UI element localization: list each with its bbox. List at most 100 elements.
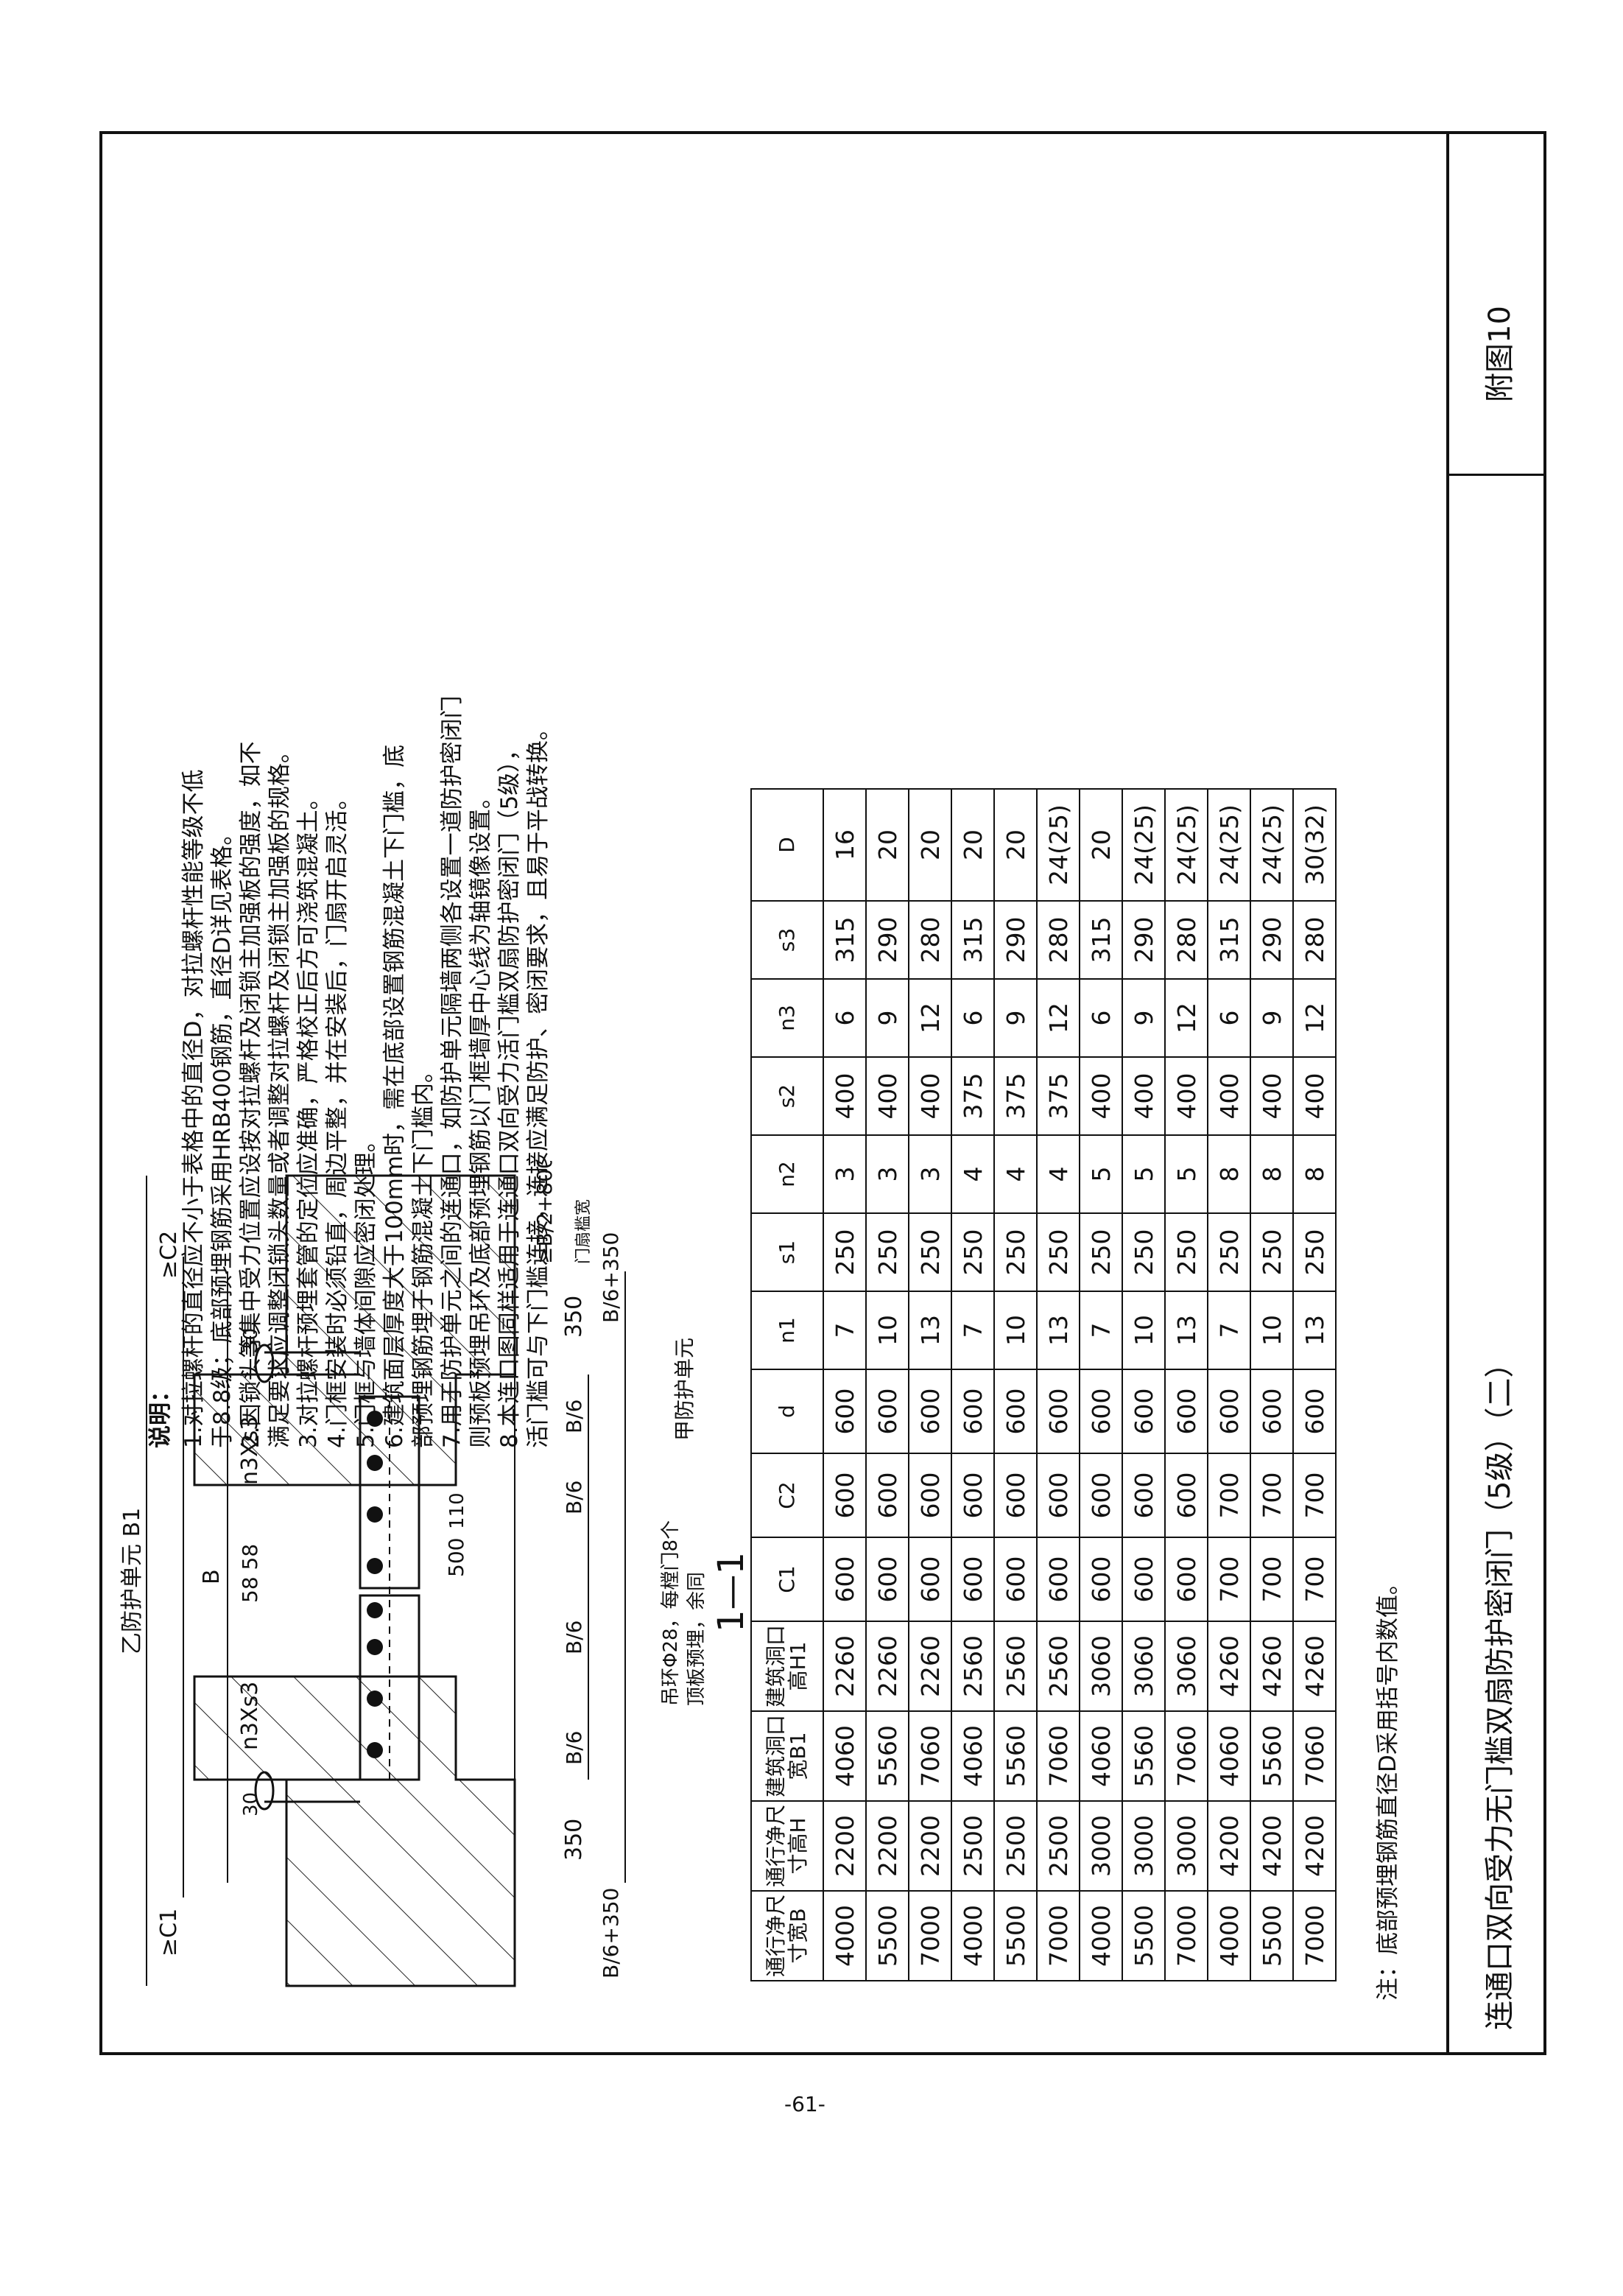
section-label: 1—1 (711, 1552, 752, 1632)
table-cell: 6 (823, 979, 866, 1057)
label-30-right: 30 (240, 1328, 262, 1352)
table-cell: 3060 (1165, 1621, 1208, 1711)
table-cell: 3000 (1165, 1801, 1208, 1891)
table-cell: 700 (1293, 1537, 1336, 1621)
label-c2: ≥C2 (156, 1231, 182, 1279)
frame-bolts (254, 1344, 360, 1811)
table-cell: 6 (1080, 979, 1122, 1057)
table-cell: 6 (1208, 979, 1250, 1057)
table-cell: 7 (1080, 1291, 1122, 1369)
table-cell: 600 (823, 1369, 866, 1453)
table-cell: 20 (1080, 789, 1122, 901)
table-cell: 600 (1122, 1453, 1165, 1537)
table-cell: 290 (866, 901, 909, 979)
table-cell: 13 (1165, 1291, 1208, 1369)
table-cell: 600 (909, 1537, 951, 1621)
col-header: D (751, 789, 823, 901)
table-cell: 6 (951, 979, 994, 1057)
table-cell: 24(25) (1165, 789, 1208, 901)
table-cell: 280 (1293, 901, 1336, 979)
table-cell: 12 (1293, 979, 1336, 1057)
note-line: 3.对拉螺杆预埋套管的定位应准确，严格校正后方可浇筑混凝土。 (295, 787, 322, 1448)
table-cell: 600 (1165, 1369, 1208, 1453)
table-cell: 4000 (823, 1891, 866, 1981)
table-cell: 250 (823, 1213, 866, 1291)
wall-left (193, 1675, 516, 1987)
table-cell: 10 (1250, 1291, 1293, 1369)
table-cell: 2260 (823, 1621, 866, 1711)
table-cell: 3 (823, 1135, 866, 1213)
table-cell: 7 (951, 1291, 994, 1369)
notes-lines: 1.对拉螺杆的直径应不小于表格中的直径D，对拉螺杆性能等级不低 于8.8级；底部… (180, 196, 553, 1448)
note-line: 8.本连口图同样适用于连通口双向受力活门槛双扇防护密闭门（5级）， (496, 738, 523, 1448)
table-cell: 400 (1080, 1057, 1122, 1135)
label-350-right: 350 (561, 1296, 587, 1338)
table-cell: 8 (1293, 1135, 1336, 1213)
table-cell: 10 (866, 1291, 909, 1369)
note-line: 1.对拉螺杆的直径应不小于表格中的直径D，对拉螺杆性能等级不低 (180, 769, 207, 1448)
hook-note-2: 顶板预埋，余同 (686, 1572, 708, 1706)
table-cell: 2260 (909, 1621, 951, 1711)
table-cell: 600 (823, 1537, 866, 1621)
note-line: 于8.8级；底部预埋钢筋采用HRB400钢筋，直径D详见表格。 (209, 822, 236, 1448)
table-cell: 12 (1165, 979, 1208, 1057)
table-cell: 13 (909, 1291, 951, 1369)
table-cell: 10 (1122, 1291, 1165, 1369)
label-30-left: 30 (240, 1792, 262, 1816)
table-cell: 5500 (866, 1891, 909, 1981)
col-header: 建筑洞口宽B1 (751, 1711, 823, 1801)
col-header: n3 (751, 979, 823, 1057)
table-cell: 7 (823, 1291, 866, 1369)
label-b6-b: B/6 (562, 1621, 586, 1654)
table-cell: 9 (994, 979, 1037, 1057)
table-footnote: 注：底部预埋钢筋直径D采用括号内数值。 (1375, 1572, 1401, 2001)
label-b: B (199, 1569, 225, 1584)
hook-note-1: 吊环Φ28，每樘门8个 (660, 1520, 682, 1706)
table-cell: 600 (1080, 1537, 1122, 1621)
table-cell: 2500 (951, 1801, 994, 1891)
table-cell: 9 (1122, 979, 1165, 1057)
table-cell: 4000 (1208, 1891, 1250, 1981)
table-cell: 4060 (1208, 1711, 1250, 1801)
table-cell: 600 (1037, 1453, 1080, 1537)
note-line: 部预埋钢筋埋于钢筋混凝土下门槛内。 (410, 1060, 437, 1448)
table-cell: 5500 (994, 1891, 1037, 1981)
table-cell: 4200 (1293, 1801, 1336, 1891)
table-cell: 250 (909, 1213, 951, 1291)
table-cell: 290 (1250, 901, 1293, 979)
table-cell: 5500 (1122, 1891, 1165, 1981)
table-cell: 315 (823, 901, 866, 979)
table-cell: 250 (951, 1213, 994, 1291)
table-cell: 8 (1208, 1135, 1250, 1213)
table-cell: 2200 (866, 1801, 909, 1891)
note-line: 6.建筑面层厚度大于100mm时，需在底部设置钢筋混凝土下门槛，底 (381, 744, 408, 1448)
table-cell: 700 (1250, 1537, 1293, 1621)
note-line: 5.门框与墙体间隙应密闭处理。 (353, 1129, 379, 1448)
note-line: 活门槛可与下门槛连接，连接应满足防护、密闭要求，且易于平战转换。 (525, 717, 552, 1448)
dimension-table: 通行净尺寸宽B 通行净尺寸高H 建筑洞口宽B1 建筑洞口高H1 C1 C2 d … (750, 788, 1337, 1981)
col-header: n1 (751, 1291, 823, 1369)
label-n3s3-right: n3Xs3 (237, 1416, 263, 1485)
table-cell: 400 (1208, 1057, 1250, 1135)
table-cell: 700 (1250, 1453, 1293, 1537)
table-cell: 600 (909, 1369, 951, 1453)
col-header: s2 (751, 1057, 823, 1135)
col-header: 通行净尺寸高H (751, 1801, 823, 1891)
table-cell: 2560 (1037, 1621, 1080, 1711)
table-cell: 24(25) (1037, 789, 1080, 901)
table-cell: 7060 (1165, 1711, 1208, 1801)
notes-heading: 说明： (147, 1380, 174, 1448)
label-b6-d: B/6 (562, 1400, 586, 1433)
table-cell: 2560 (951, 1621, 994, 1711)
table-cell: 7000 (909, 1891, 951, 1981)
table-cell: 290 (994, 901, 1037, 979)
table-cell: 290 (1122, 901, 1165, 979)
table-cell: 5560 (1250, 1711, 1293, 1801)
table-cell: 600 (1122, 1369, 1165, 1453)
col-header: s3 (751, 901, 823, 979)
